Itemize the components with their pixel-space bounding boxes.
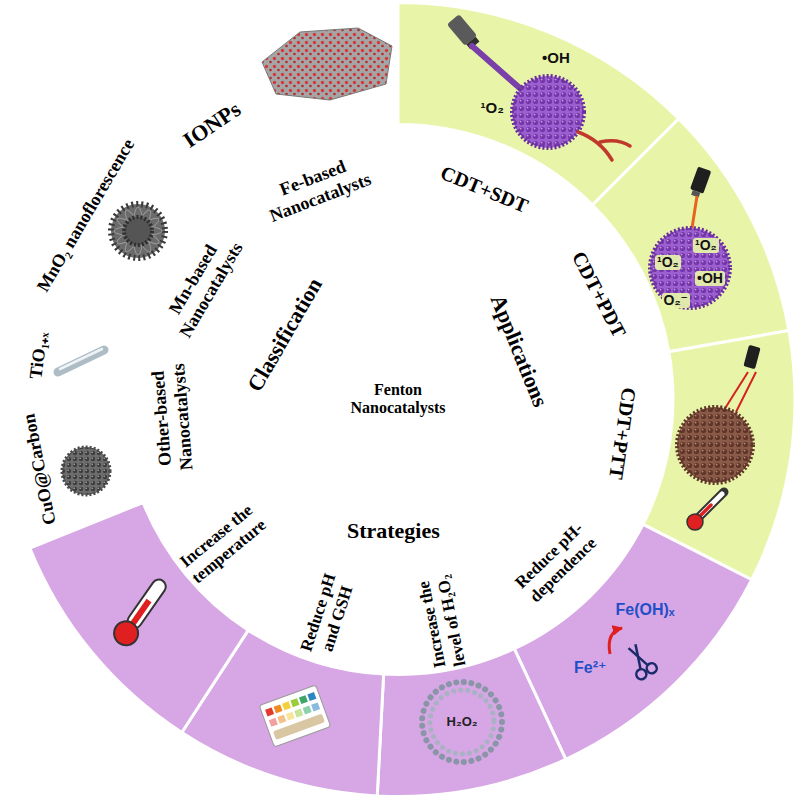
- sector-label: Other-based Nanocatalysts: [146, 351, 197, 484]
- example-sector: IONPs: [130, 1, 400, 198]
- sector-label: IONPs: [179, 96, 246, 153]
- sector-label: CDT+PTT: [604, 386, 640, 481]
- sector-fill: [384, 563, 515, 675]
- fe-cycle-illustration: [609, 628, 658, 681]
- sector-label: Applications: [485, 291, 553, 410]
- species-label: ¹O₂: [481, 100, 504, 117]
- sector-fill: [231, 430, 558, 579]
- subcategory-sector: Reduce pH and GSH: [246, 548, 390, 676]
- sector-shape: [130, 1, 400, 198]
- sector-fill: [1, 310, 143, 548]
- species-label: •OH: [542, 50, 570, 67]
- dragon-head: [368, 337, 390, 349]
- sector-label: Reduce pH-dependence: [502, 510, 610, 616]
- species-label: ¹O₂: [693, 238, 719, 253]
- hub-title: Fenton Nanocatalysts: [342, 381, 454, 418]
- category-sector: Strategies: [229, 428, 560, 581]
- sector-fill: [398, 220, 578, 482]
- sector-label: TiO₁₊ₓ: [26, 331, 52, 380]
- laser-illustration: [650, 166, 730, 308]
- sector-shape: [216, 218, 400, 469]
- liposome: [422, 682, 502, 762]
- ultrasound-illustration: [447, 14, 630, 160]
- sector-label: Increase the level of H₂O₂: [413, 572, 470, 673]
- sector-label: Increase the temperature: [174, 499, 272, 590]
- sector-fill: [248, 550, 388, 674]
- nanorod: [58, 349, 104, 372]
- species-label: ¹O₂: [655, 255, 681, 270]
- subcategory-sector: Reduce pH-dependence: [472, 479, 645, 651]
- subcategory-sector: Other-based Nanocatalysts: [121, 336, 233, 505]
- hub-circle: Fenton Nanocatalysts: [316, 318, 480, 482]
- sector-label: CuO@Carbon: [19, 412, 61, 527]
- sector-fill: [143, 467, 300, 630]
- sector-fill: [398, 125, 592, 273]
- photothermal-illustration: [677, 345, 761, 530]
- sector-fill: [11, 104, 214, 337]
- nanoflower: [111, 204, 165, 258]
- sector-label: CDT+PDT: [567, 248, 631, 342]
- sector-shape: [396, 218, 580, 484]
- species-label: O₂⁻: [662, 293, 691, 308]
- outer-ring: [30, 3, 795, 797]
- sector-label: Classification: [242, 273, 327, 396]
- sector-fill: [525, 205, 669, 368]
- iron-oxide-sheet: [262, 28, 392, 100]
- subcategory-sector: Increase the level of H₂O₂: [382, 561, 517, 677]
- sector-shape: [229, 428, 560, 581]
- hub-disc: [317, 319, 479, 481]
- sector-fill: [132, 3, 398, 196]
- category-sector: Applications: [396, 218, 580, 484]
- sector-fill: [130, 195, 278, 359]
- sector-label: Reduce pH and GSH: [295, 564, 362, 666]
- category-sector: Classification: [216, 218, 400, 469]
- ring-sector: [377, 649, 566, 797]
- ph-paper: [259, 685, 330, 747]
- sector-label: MnO₂ nanoflorescence: [33, 136, 139, 296]
- subcategory-sector: CDT+PTT: [556, 350, 675, 527]
- cuo-carbon-particle: [62, 447, 110, 495]
- species-label: H₂O₂: [447, 715, 478, 729]
- sector-label: Mn-based Nanocatalysts: [152, 218, 254, 351]
- dragon-ring: [325, 327, 471, 473]
- sector-label: Strategies: [347, 518, 440, 543]
- sector-fill: [218, 220, 398, 467]
- species-label: •OH: [695, 271, 725, 286]
- species-label: Fe²⁺: [574, 659, 606, 677]
- species-label: Fe(OH)ₓ: [616, 601, 675, 619]
- thermometer: [109, 574, 172, 650]
- sector-fill: [474, 481, 643, 649]
- subcategory-sector: Increase the temperature: [141, 465, 302, 632]
- subcategory-sector: CDT+SDT: [396, 123, 594, 275]
- sector-label: Fe-based Nanocatalysts: [246, 144, 387, 231]
- sector-fill: [558, 352, 673, 525]
- example-sector: TiO₁₊ₓCuO@Carbon: [0, 308, 145, 550]
- dragon-tail: [436, 444, 450, 458]
- sector-fill: [123, 338, 231, 503]
- sector-label: CDT+SDT: [437, 161, 531, 218]
- subcategory-sector: Mn-based Nanocatalysts: [128, 193, 280, 361]
- subcategory-sector: CDT+PDT: [523, 203, 671, 370]
